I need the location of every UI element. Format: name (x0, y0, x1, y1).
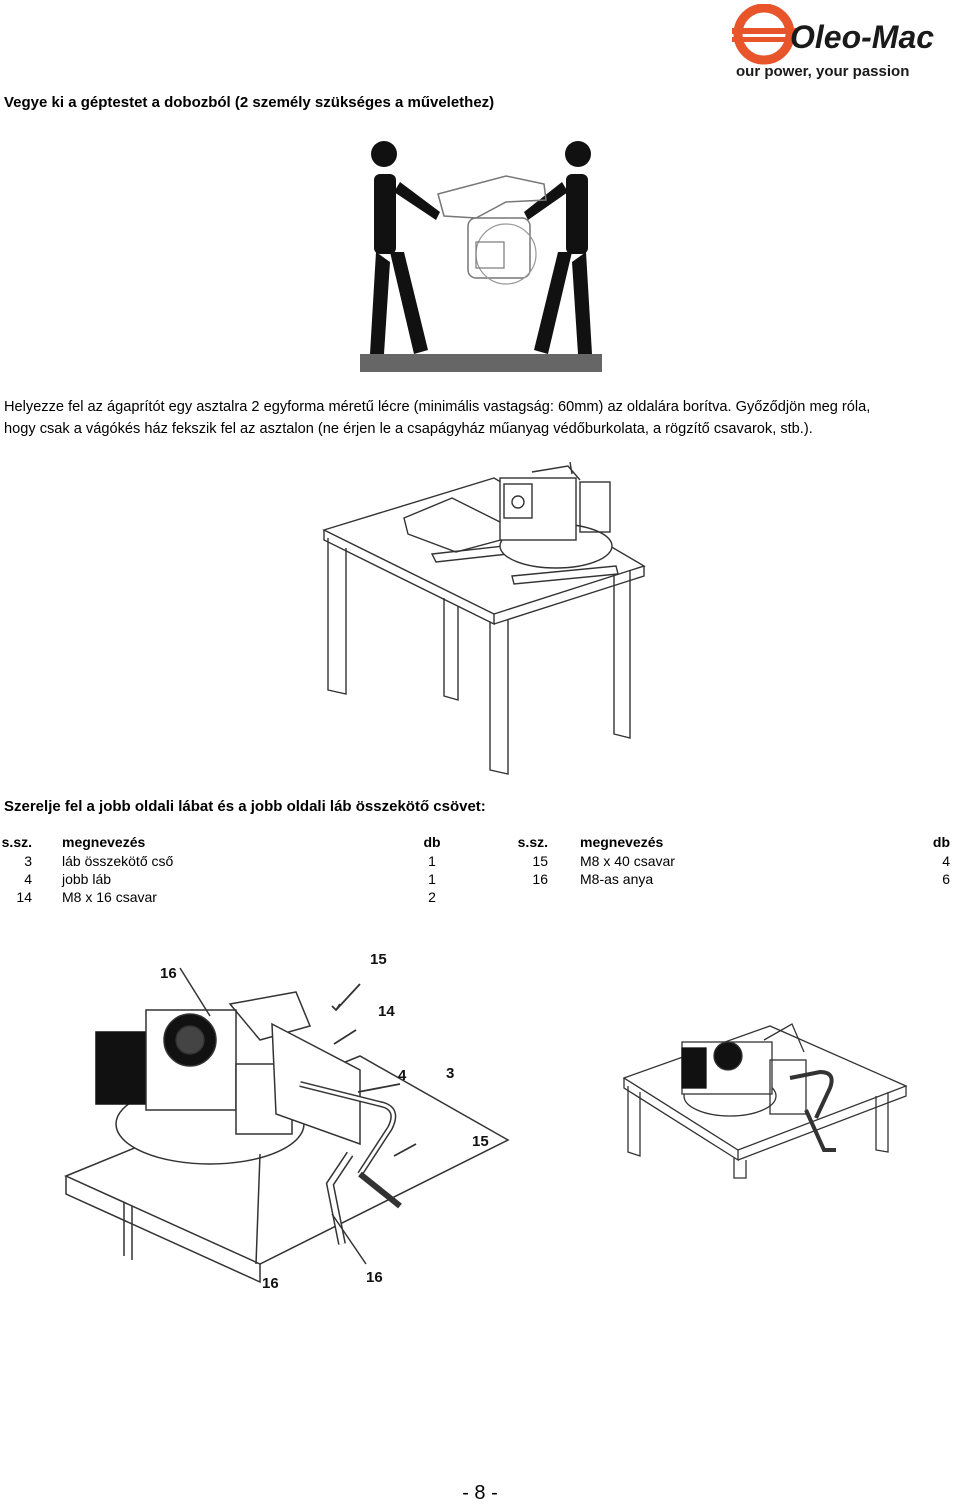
part-no: 4 (24, 871, 32, 887)
part-name: M8 x 16 csavar (62, 889, 157, 905)
oleo-mac-logo-graphic: Oleo-Mac our power, your passion (732, 3, 934, 80)
callout-4: 4 (398, 1067, 407, 1084)
brand-logo: Oleo-Mac our power, your passion (728, 3, 954, 82)
heading-remove-from-box: Vegye ki a géptestet a dobozból (2 szemé… (4, 94, 495, 111)
callout-15-top: 15 (370, 951, 387, 968)
illustration-leg-assembly-exploded: 16 15 14 4 3 15 16 16 (60, 944, 510, 1294)
paragraph-line-2: hogy csak a vágókés ház fekszik fel az a… (4, 421, 813, 437)
table-row: 14 M8 x 16 csavar 2 (0, 888, 958, 906)
svg-text:15: 15 (370, 951, 387, 968)
part-name: jobb láb (62, 871, 112, 887)
part-qty: 1 (428, 871, 436, 887)
svg-text:16: 16 (262, 1275, 279, 1292)
callout-16-bottom-right: 16 (366, 1269, 383, 1286)
header-name-right: megnevezés (580, 834, 664, 850)
svg-text:4: 4 (398, 1067, 407, 1084)
part-qty: 2 (428, 889, 436, 905)
parts-table: s.sz. megnevezés db s.sz. megnevezés db … (0, 832, 958, 906)
part-qty: 4 (942, 853, 950, 869)
svg-text:15: 15 (472, 1133, 489, 1150)
callout-16-bottom-left: 16 (262, 1275, 279, 1292)
part-no (482, 888, 548, 906)
callout-3: 3 (446, 1065, 454, 1082)
parts-table-header-row: s.sz. megnevezés db s.sz. megnevezés db (0, 832, 958, 852)
part-no: 3 (24, 853, 32, 869)
header-no-left: s.sz. (1, 834, 32, 850)
callout-14: 14 (378, 1003, 395, 1020)
part-no: 15 (532, 853, 548, 869)
part-name: M8 x 40 csavar (580, 853, 675, 869)
logo-brand-text: Oleo-Mac (790, 19, 934, 55)
paragraph-line-1: Helyezze fel az ágaprítót egy asztalra 2… (4, 399, 871, 415)
callout-15-bottom: 15 (472, 1133, 489, 1150)
svg-text:14: 14 (378, 1003, 395, 1020)
table-row: 3 láb összekötő cső 1 15 M8 x 40 csavar … (0, 852, 958, 870)
illustration-two-persons-lifting (356, 132, 606, 378)
part-no: 16 (532, 871, 548, 887)
paragraph-place-on-table: Helyezze fel az ágaprítót egy asztalra 2… (4, 396, 956, 440)
part-qty: 6 (942, 871, 950, 887)
callout-16-top: 16 (160, 965, 177, 982)
illustration-machine-on-table (318, 458, 648, 778)
header-qty-left: db (423, 834, 441, 850)
logo-tagline: our power, your passion (736, 63, 909, 80)
part-qty (890, 888, 958, 906)
heading-mount-right-leg: Szerelje fel a jobb oldali lábat és a jo… (4, 798, 486, 815)
part-no: 14 (16, 889, 32, 905)
svg-text:16: 16 (366, 1269, 383, 1286)
page-number: - 8 - (462, 1482, 498, 1504)
svg-text:3: 3 (446, 1065, 454, 1082)
illustration-assembled-right-leg (620, 1000, 910, 1180)
header-no-right: s.sz. (517, 834, 548, 850)
part-name: M8-as anya (580, 871, 654, 887)
header-qty-right: db (932, 834, 950, 850)
part-name (548, 888, 890, 906)
table-row: 4 jobb láb 1 16 M8-as anya 6 (0, 870, 958, 888)
header-name-left: megnevezés (62, 834, 146, 850)
part-name: láb összekötő cső (62, 853, 174, 869)
svg-text:16: 16 (160, 965, 177, 982)
part-qty: 1 (428, 853, 436, 869)
